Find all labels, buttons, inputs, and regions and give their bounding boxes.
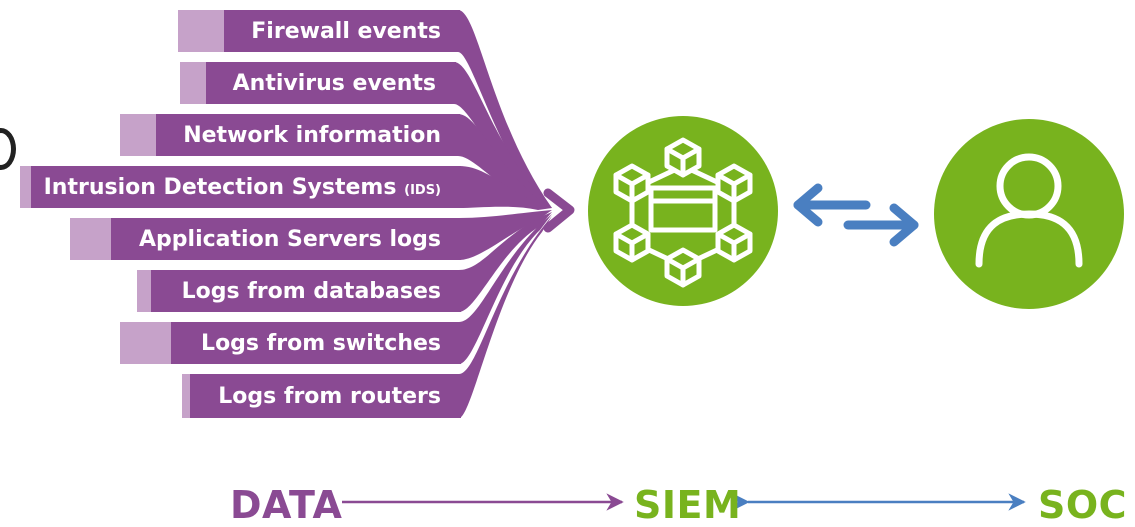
source-label-databases: Logs from databases (181, 279, 441, 304)
cropped-icon-fragment (0, 128, 16, 170)
source-bars (20, 10, 552, 418)
source-bar-switches (120, 214, 552, 364)
bottom-label-data: DATA (230, 483, 343, 527)
siem-node (588, 116, 778, 306)
source-bar-app-servers (70, 210, 552, 260)
source-label-network: Network information (183, 123, 441, 148)
user-icon (975, 153, 1083, 268)
source-label-switches: Logs from switches (201, 331, 441, 356)
bottom-label-soc: SOC (1038, 483, 1128, 527)
source-bar-ids (20, 166, 552, 210)
source-bar-network (120, 114, 552, 208)
siem-soc-arrows (793, 183, 919, 247)
source-bar-databases (137, 212, 552, 312)
soc-node (934, 119, 1124, 309)
source-label-app-servers: Application Servers logs (139, 227, 441, 252)
source-bar-firewall (178, 10, 552, 208)
network-cubes-icon (613, 137, 753, 288)
source-label-ids-suffix: (IDS) (404, 183, 441, 198)
source-label-routers: Logs from routers (218, 384, 441, 409)
source-bar-antivirus (180, 62, 552, 208)
source-label-antivirus: Antivirus events (232, 71, 436, 96)
bottom-label-siem: SIEM (634, 483, 742, 527)
source-bar-routers (182, 216, 552, 418)
source-label-ids: Intrusion Detection Systems (IDS) (43, 175, 441, 200)
source-label-firewall: Firewall events (251, 19, 441, 44)
data-arrow-head (543, 188, 575, 233)
